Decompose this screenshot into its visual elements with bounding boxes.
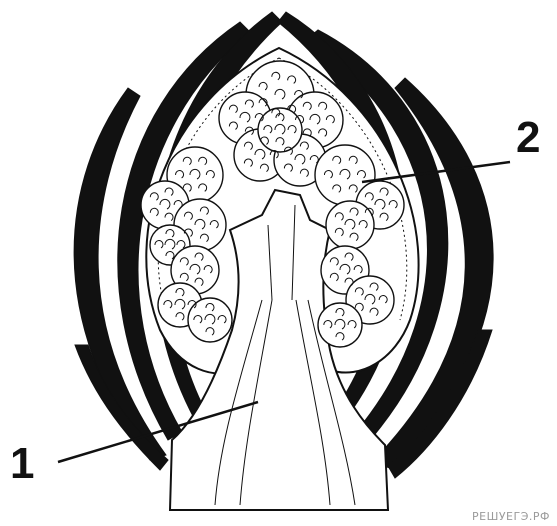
label-1: 1 xyxy=(10,439,34,488)
label-2: 2 xyxy=(516,113,540,162)
watermark: РЕШУЕГЭ.РФ xyxy=(472,510,550,523)
